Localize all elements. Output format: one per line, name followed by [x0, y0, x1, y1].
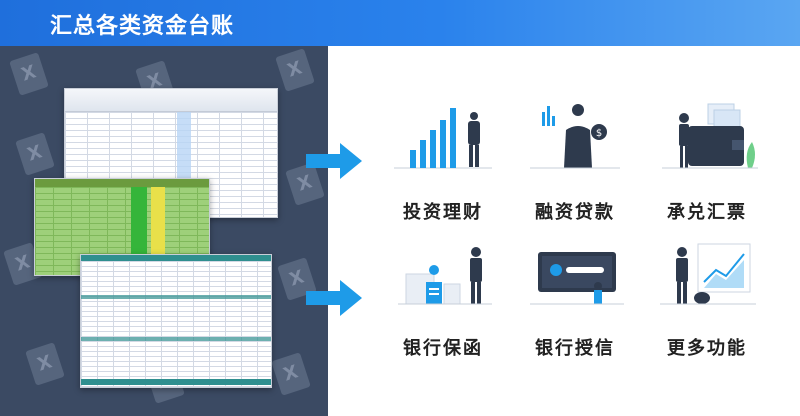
- feature-label: 融资贷款: [535, 202, 615, 223]
- arrow-right-icon: [306, 280, 362, 316]
- excel-file-icon: X: [271, 352, 311, 396]
- financing-loan-icon: $: [530, 104, 620, 169]
- feature-label: 更多功能: [667, 338, 747, 359]
- highlight-column: [151, 187, 165, 275]
- feature-acceptance-bill[interactable]: 承兑汇票: [642, 96, 772, 236]
- spreadsheet-window-3: [80, 254, 272, 388]
- bank-credit-icon: [530, 252, 624, 305]
- footer-row: [81, 379, 271, 385]
- feature-more-functions[interactable]: 更多功能: [642, 232, 772, 372]
- feature-label: 承兑汇票: [667, 202, 747, 223]
- feature-financing[interactable]: $ 融资贷款: [510, 96, 640, 236]
- feature-bank-credit[interactable]: 银行授信: [510, 232, 640, 372]
- svg-text:$: $: [596, 128, 602, 139]
- header-bar: 汇总各类资金台账: [0, 0, 800, 46]
- feature-bank-guarantee[interactable]: 银行保函: [378, 232, 508, 372]
- spreadsheet-collage: X X X X X X X X X X: [0, 46, 328, 416]
- excel-file-icon: X: [15, 132, 55, 176]
- investment-chart-icon: [394, 108, 492, 169]
- excel-file-icon: X: [9, 52, 49, 96]
- bank-guarantee-icon: [398, 247, 492, 305]
- arrow-right-icon: [306, 143, 362, 179]
- feature-label: 投资理财: [403, 202, 483, 223]
- spreadsheet-grid: [81, 261, 271, 387]
- page-title: 汇总各类资金台账: [50, 14, 235, 39]
- excel-file-icon: X: [275, 48, 315, 92]
- feature-label: 银行授信: [535, 338, 615, 359]
- section-row: [81, 337, 271, 341]
- more-functions-icon: [660, 243, 756, 305]
- acceptance-bill-icon: [662, 103, 758, 169]
- feature-label: 银行保函: [403, 338, 483, 359]
- section-row: [81, 295, 271, 299]
- feature-investment[interactable]: 投资理财: [378, 96, 508, 236]
- excel-file-icon: X: [25, 342, 65, 386]
- spreadsheet-ribbon: [65, 89, 277, 112]
- spreadsheet-header-row: [35, 179, 209, 187]
- highlight-column: [131, 187, 147, 275]
- spreadsheet-header-row: [81, 255, 271, 261]
